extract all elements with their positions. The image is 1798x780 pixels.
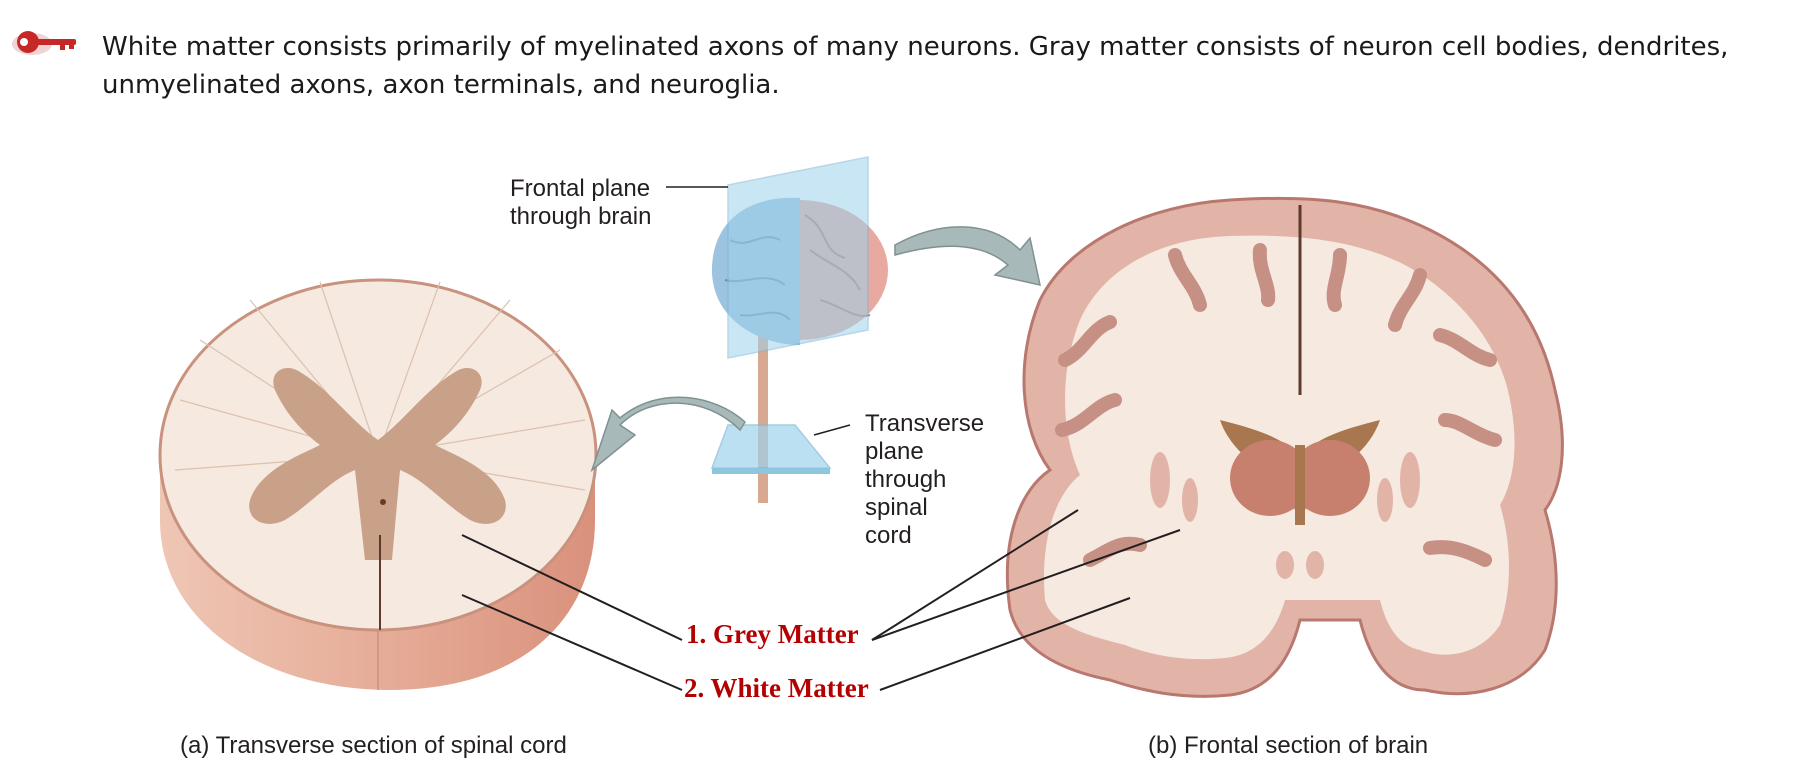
white-matter-leader-spinal (461, 594, 683, 691)
white-matter-callout: 2. White Matter (684, 673, 869, 703)
arrow-to-brain (894, 226, 1041, 286)
transverse-plane-label-line2: plane (865, 438, 924, 465)
transverse-plane-label: Transverse plane through spinal cord (865, 410, 984, 550)
grey-matter-leader-brain-1 (871, 509, 1079, 641)
frontal-plane-label-line1: Frontal plane (510, 175, 651, 202)
small-brain-illustration (710, 156, 888, 503)
frontal-plane-label: Frontal plane through brain (510, 175, 651, 231)
brain-section-illustration (1005, 196, 1564, 698)
spinal-cord-caption: (a) Transverse section of spinal cord (180, 732, 567, 759)
grey-matter-leader-spinal (461, 534, 683, 641)
transverse-plane-label-line5: cord (865, 522, 912, 549)
white-matter-leader-brain (879, 597, 1131, 691)
frontal-plane-label-line2: through brain (510, 203, 652, 230)
arrow-to-spinal (590, 396, 746, 473)
transverse-plane-label-line1: Transverse (865, 410, 985, 437)
brain-caption: (b) Frontal section of brain (1148, 732, 1429, 759)
grey-matter-leader-brain-2 (871, 529, 1181, 641)
spinal-cord-illustration (158, 278, 598, 690)
transverse-plane-label-line4: spinal (865, 494, 928, 521)
grey-matter-callout: 1. Grey Matter (686, 619, 859, 649)
key-icon (12, 31, 76, 55)
transverse-plane-label-line3: through (865, 466, 947, 493)
intro-text: White matter consists primarily of myeli… (102, 32, 1729, 100)
